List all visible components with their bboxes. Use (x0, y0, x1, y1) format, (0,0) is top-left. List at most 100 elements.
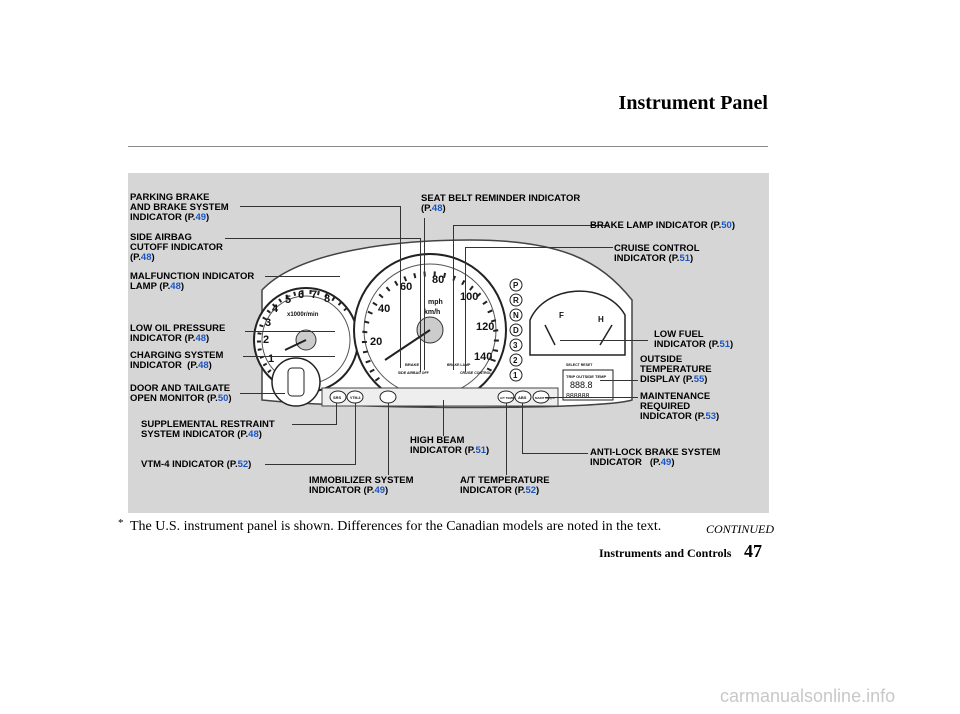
leader-high-beam (443, 400, 444, 436)
leader-side-airbag (225, 238, 420, 239)
speed-num-20: 20 (370, 336, 382, 348)
gear-3: 3 (513, 341, 518, 350)
speed-num-100: 100 (460, 291, 478, 303)
page-link-51[interactable]: 51 (475, 445, 487, 456)
temp-H: H (598, 315, 604, 324)
leader-cruise-v (465, 247, 466, 372)
leader-brake-lamp (453, 225, 608, 226)
label-srs: SUPPLEMENTAL RESTRAINT SYSTEM INDICATOR … (141, 419, 275, 440)
section-name: Instruments and Controls (599, 546, 732, 560)
btn-at-temp: A/T TEMP (500, 396, 514, 400)
leader-parking-brake-v (400, 206, 401, 368)
leader-low-oil (245, 331, 335, 332)
label-low-oil: LOW OIL PRESSURE INDICATOR (P.48) (130, 323, 226, 344)
label-immobilizer: IMMOBILIZER SYSTEM INDICATOR (P.49) (309, 475, 414, 496)
leader-malfunction (265, 276, 340, 277)
indicator-strip (321, 387, 559, 407)
leader-vtm4-v (355, 403, 356, 465)
odo-caption: TRIP OUTSIDE TEMP (566, 374, 606, 379)
label-maintenance: MAINTENANCE REQUIRED INDICATOR (P.53) (640, 391, 720, 422)
leader-abs-v (522, 403, 523, 454)
leader-seat-belt (424, 218, 425, 370)
label-parking-brake: PARKING BRAKE AND BRAKE SYSTEM INDICATOR… (130, 192, 229, 223)
btn-vtm4: VTM-4 (350, 396, 361, 400)
label-side-airbag: SIDE AIRBAG CUTOFF INDICATOR (P.48) (130, 232, 223, 263)
leader-immobilizer (388, 403, 389, 475)
fuel-F: F (559, 311, 564, 320)
page-link-49[interactable]: 49 (195, 212, 207, 223)
speed-num-120: 120 (476, 321, 494, 333)
page-link-53[interactable]: 53 (705, 411, 717, 422)
leader-charging (243, 356, 335, 357)
door-monitor (271, 357, 321, 407)
leader-side-airbag-v (420, 238, 421, 372)
gear-indicator-column (509, 278, 523, 382)
page-link-48[interactable]: 48 (248, 429, 259, 440)
page-link-49[interactable]: 49 (374, 485, 386, 496)
speed-num-80: 80 (432, 274, 444, 286)
page-link-50[interactable]: 50 (721, 220, 732, 231)
footnote: * The U.S. instrument panel is shown. Di… (118, 517, 662, 535)
label-malfunction: MALFUNCTION INDICATOR LAMP (P.48) (130, 271, 255, 292)
label-vtm4: VTM-4 INDICATOR (P.52) (141, 459, 252, 470)
gear-D: D (513, 326, 519, 335)
btn-srs: SRS (333, 395, 342, 400)
leader-srs-v (336, 403, 337, 425)
leader-vtm4 (265, 464, 355, 465)
gear-1: 1 (513, 371, 518, 380)
speed-num-40: 40 (378, 303, 390, 315)
page-link-50[interactable]: 50 (217, 393, 229, 404)
page-link-48[interactable]: 48 (170, 281, 181, 292)
page-link-55[interactable]: 55 (693, 374, 705, 385)
leader-parking-brake (240, 206, 400, 207)
leader-at-temp (506, 403, 507, 475)
label-brake-lamp: BRAKE LAMP INDICATOR (P.50) (590, 220, 736, 231)
tach-num-3: 3 (265, 317, 271, 329)
page-link-52[interactable]: 52 (237, 459, 249, 470)
page-link-48[interactable]: 48 (140, 252, 152, 263)
continued-label: CONTINUED (706, 522, 775, 536)
page-link-48[interactable]: 48 (195, 333, 207, 344)
label-charging: CHARGING SYSTEM INDICATOR (P.48) (130, 350, 224, 371)
label-cruise: CRUISE CONTROL INDICATOR (P.51) (614, 243, 700, 264)
page-link-51[interactable]: 51 (679, 253, 691, 264)
page-number: 47 (744, 541, 762, 561)
odometer-display (562, 369, 614, 401)
odo-lower: 888888 (566, 393, 589, 400)
tach-num-6: 6 (298, 289, 304, 301)
page-link-51[interactable]: 51 (719, 339, 731, 350)
tach-num-4: 4 (272, 303, 279, 315)
label-outside-temp: OUTSIDE TEMPERATURE DISPLAY (P.55) (640, 354, 712, 385)
fuel-temp-gauges (529, 290, 626, 356)
speed-unit-kmh: km/h (424, 309, 440, 316)
label-seat-belt: SEAT BELT REMINDER INDICATOR (P.48) (421, 193, 581, 214)
page-link-49[interactable]: 49 (660, 457, 672, 468)
gear-R: R (513, 296, 519, 305)
label-high-beam: HIGH BEAM INDICATOR (P.51) (410, 435, 490, 456)
odo-reading: 888.8 (570, 380, 593, 390)
btn-maint: MAINT REQ'D (535, 396, 556, 400)
gear-P: P (513, 281, 519, 290)
watermark: carmanualsonline.info (720, 686, 896, 706)
gear-N: N (513, 311, 519, 320)
leader-brake-lamp-v (453, 225, 454, 370)
speed-unit-mph: mph (428, 299, 443, 306)
label-abs: ANTI-LOCK BRAKE SYSTEM INDICATOR (P.49) (590, 447, 721, 468)
page-link-48[interactable]: 48 (431, 203, 443, 214)
select-reset-label: SELECT RESET (566, 363, 593, 367)
leader-low-fuel (560, 340, 648, 341)
leader-abs (522, 453, 588, 454)
speed-num-140: 140 (474, 351, 492, 363)
tach-num-7: 7 (311, 289, 317, 301)
tach-num-5: 5 (285, 294, 291, 306)
footnote-text: The U.S. instrument panel is shown. Diff… (130, 519, 662, 534)
label-low-fuel: LOW FUEL INDICATOR (P.51) (654, 329, 734, 350)
tach-num-1: 1 (268, 353, 274, 365)
page-link-52[interactable]: 52 (525, 485, 537, 496)
page-link-48[interactable]: 48 (198, 360, 209, 371)
tach-unit: x1000r/min (287, 312, 319, 318)
small-cruise: CRUISE CONTROL (460, 371, 492, 375)
tach-num-8: 8 (324, 293, 330, 305)
leader-door (240, 393, 285, 394)
